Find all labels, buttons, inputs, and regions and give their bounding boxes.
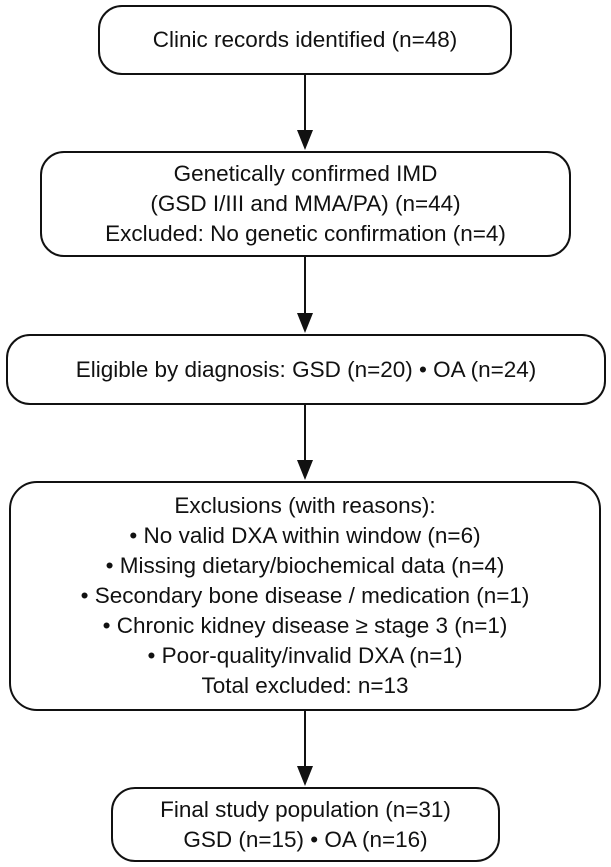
confirmed-excluded: Excluded: No genetic confirmation (n=4): [105, 221, 506, 246]
records-identified-text: Clinic records identified (n=48): [152, 27, 458, 52]
final-population-groups: GSD (n=15) • OA (n=16): [183, 826, 428, 852]
exclusion-reason: • No valid DXA within window (n=6): [129, 523, 481, 548]
exclusions-heading: Exclusions (with reasons):: [174, 493, 436, 518]
exclusion-reason: • Secondary bone disease / medication (n…: [80, 583, 530, 608]
final-population-box: Final study population (n=31) GSD (n=15)…: [111, 787, 500, 862]
arrow-records-to-confirmed: [297, 75, 313, 150]
eligible-by-diagnosis-box: Eligible by diagnosis: GSD (n=20) • OA (…: [6, 334, 606, 405]
exclusions-box: Exclusions (with reasons): • No valid DX…: [9, 481, 601, 711]
eligible-text: Eligible by diagnosis: GSD (n=20) • OA (…: [75, 356, 537, 382]
arrow-confirmed-to-eligible: [297, 257, 313, 333]
exclusions-total: Total excluded: n=13: [201, 673, 409, 698]
exclusion-reason: • Chronic kidney disease ≥ stage 3 (n=1): [102, 613, 508, 638]
genetically-confirmed-box: Genetically confirmed IMD (GSD I/III and…: [40, 151, 571, 257]
records-identified-box: Clinic records identified (n=48): [98, 5, 512, 75]
confirmed-subtypes: (GSD I/III and MMA/PA) (n=44): [150, 191, 461, 216]
arrow-eligible-to-exclusions: [297, 405, 313, 480]
exclusion-reason: • Poor-quality/invalid DXA (n=1): [147, 643, 463, 668]
confirmed-title: Genetically confirmed IMD: [173, 161, 438, 186]
exclusion-reason: • Missing dietary/biochemical data (n=4): [105, 553, 505, 578]
final-population-title: Final study population (n=31): [160, 796, 451, 822]
arrow-exclusions-to-final: [297, 711, 313, 786]
